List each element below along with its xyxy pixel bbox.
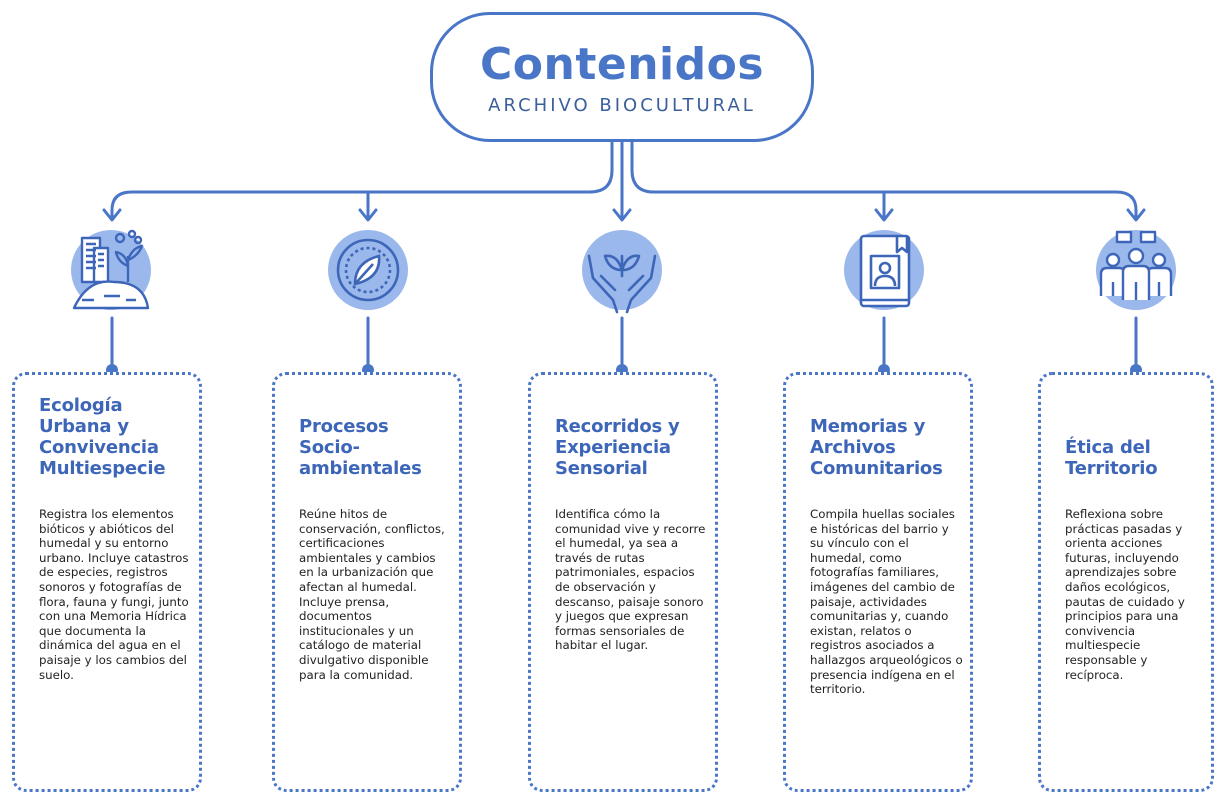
section-title: Procesos Socio-ambientales	[299, 416, 422, 479]
urban-ecology-icon	[68, 226, 154, 320]
section-card-2: Procesos Socio-ambientales Reúne hitos d…	[272, 372, 462, 792]
section-title: Ecología Urbana y Convivencia Multiespec…	[39, 395, 166, 479]
section-title: Ética del Territorio	[1065, 437, 1158, 479]
section-title: Recorridos y Experiencia Sensorial	[555, 416, 680, 479]
section-card-5: Ética del Territorio Reflexiona sobre pr…	[1038, 372, 1214, 792]
page-subtitle: ARCHIVO BIOCULTURAL	[488, 95, 756, 116]
section-title: Memorias y Archivos Comunitarios	[810, 416, 943, 479]
page-title: Contenidos	[479, 39, 765, 90]
section-description: Reúne hitos de conservación, conflictos,…	[299, 507, 445, 682]
leaf-compass-icon	[325, 226, 411, 320]
section-description: Registra los elementos bióticos y abióti…	[39, 507, 189, 682]
connector-left	[110, 138, 614, 220]
section-card-4: Memorias y Archivos Comunitarios Compila…	[783, 372, 973, 792]
section-description: Reflexiona sobre prácticas pasadas y ori…	[1065, 507, 1185, 682]
section-description: Identifica cómo la comunidad vive y reco…	[555, 507, 706, 653]
memory-book-icon	[841, 226, 927, 320]
hands-plant-icon	[579, 226, 665, 320]
section-card-1: Ecología Urbana y Convivencia Multiespec…	[12, 372, 202, 792]
section-description: Compila huellas sociales e históricas de…	[810, 507, 963, 697]
community-people-icon	[1093, 226, 1179, 320]
section-card-3: Recorridos y Experiencia Sensorial Ident…	[528, 372, 718, 792]
header-pill: Contenidos ARCHIVO BIOCULTURAL	[430, 12, 814, 142]
